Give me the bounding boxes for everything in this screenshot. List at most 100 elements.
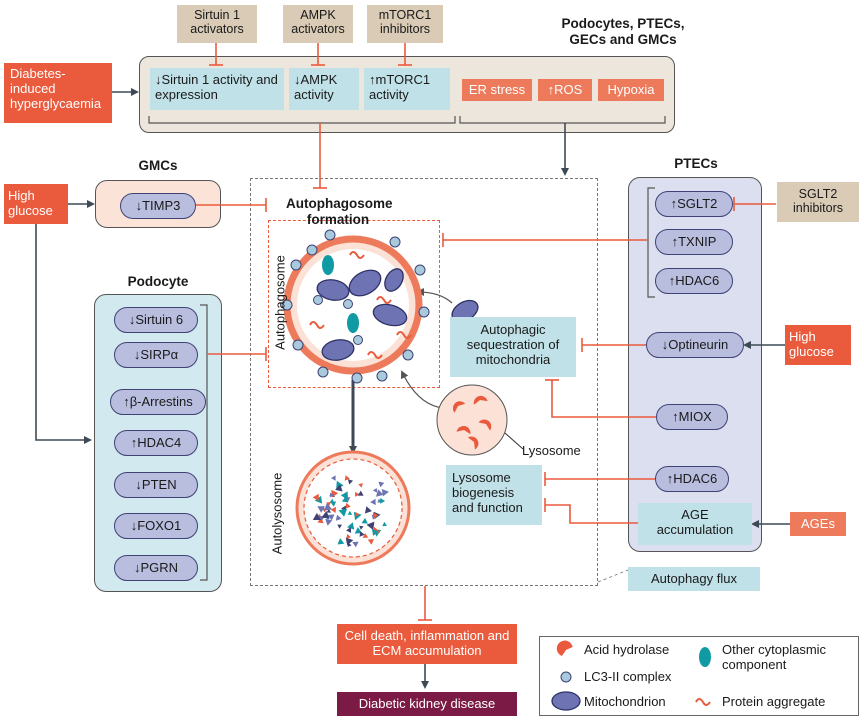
ptec-title: PTECs [674,156,718,171]
fragment [376,489,384,497]
acid-hydrolase-icon [456,426,471,435]
autophagy-flux: Autophagy flux [628,567,760,591]
fragment [317,517,324,524]
podocyte-item-pgrn: ↓PGRN [114,555,198,581]
fragment [354,527,362,534]
sequestration-box: Autophagic sequestration of mitochondria [450,317,576,377]
sirtuin-activity: ↓Sirtuin 1 activity and expression [150,68,284,110]
fragment [370,498,376,506]
podocyte-item-foxo1: ↓FOXO1 [114,513,198,539]
acid-hydrolase-icon [478,419,492,431]
ptec-miox: ↑MIOX [656,404,728,430]
fragment [325,518,333,526]
lysosome-function-box: Lysosome biogenesis and function [446,465,542,525]
fragment [346,527,352,533]
acid-hydrolase-icon [467,436,479,450]
mitochondrion-legend-icon [551,691,581,711]
fragment [345,537,354,546]
fragment [358,483,363,488]
gmc-title: GMCs [138,158,178,173]
autolysosome-label: Autolysosome [269,472,285,555]
ptec-item-txnip: ↑TXNIP [655,229,733,255]
ampk-activators: AMPK activators [283,5,353,43]
age-accumulation: AGE accumulation [638,503,752,545]
ptec-hdac6b: ↑HDAC6 [655,466,729,492]
mtorc1-activity: ↑mTORC1 activity [364,68,450,110]
ptec-item-sglt2: ↑SGLT2 [655,191,733,217]
legend-acid-hydrolase: Acid hydrolase [584,642,670,657]
diabetes-box: Diabetes-induced hyperglycaemia [4,63,112,123]
legend-mitochondrion: Mitochondrion [584,694,666,709]
podocyte-item-pten: ↓PTEN [114,472,198,498]
fragment [317,506,325,513]
fragment [367,539,374,545]
podocyte-item-arrestins: ↑β-Arrestins [110,389,206,415]
fragment [345,502,351,509]
fragment [354,511,360,517]
fragment [335,484,343,492]
fragment [347,522,355,530]
fragment [366,521,375,530]
fragment [364,506,372,514]
podocyte-item-sirpa: ↓SIRPα [114,342,198,368]
fragment [362,533,369,538]
legend-box [539,636,859,716]
fragment [312,493,319,501]
fragment [382,521,387,527]
fragment [330,506,336,513]
fragment [340,491,348,500]
sirtuin-activators: Sirtuin 1 activators [177,5,257,43]
fragment [337,524,342,529]
fragment [378,481,385,488]
fragment [372,512,379,519]
fragment [359,525,364,530]
ampk-activity: ↓AMPK activity [289,68,359,110]
acid-hydrolase-icon [556,640,573,657]
fragment [359,531,365,537]
hypoxia: Hypoxia [598,79,664,101]
acid-hydrolase-icon [473,395,488,405]
fragment [337,538,345,545]
ptec-optineurin: ↓Optineurin [646,332,744,358]
ptec-item-hdac6: ↑HDAC6 [655,268,733,294]
fragment [347,510,353,515]
autophagy-region [250,178,598,586]
fragment [326,508,331,513]
autophagosome-illustration [281,229,430,384]
podocyte-item-sirtuin6: ↓Sirtuin 6 [114,307,198,333]
gmc-high-glucose: High glucose [4,184,68,224]
mtorc1-inhibitors: mTORC1 inhibitors [367,5,443,43]
fragment [312,512,321,520]
fragment [347,542,352,547]
fragment [380,498,386,504]
legend-icons [551,640,711,711]
lysosome-label: Lysosome [522,443,581,458]
fragment [355,491,360,497]
fragment [338,508,348,517]
legend-protein-aggregate: Protein aggregate [722,694,826,709]
autophagosome-formation-title: Autophagosome formation [286,196,393,227]
protein-aggregate-icon [695,698,711,706]
fragment [330,501,337,507]
cells-title: Podocytes, PTECs, GECs and GMCs [561,16,685,47]
timp3-pill: ↓TIMP3 [120,193,196,219]
fragment [347,479,354,485]
fragment [344,475,350,481]
cell-death-box: Cell death, inflammation and ECM accumul… [337,624,517,664]
fragment [327,514,335,521]
fragment [324,503,333,511]
fragment [331,475,336,481]
fragment [372,488,377,493]
fragment [346,533,351,539]
fragment [335,514,342,521]
activator-inhibitor-lines [209,43,412,66]
lysosome-illustration [436,384,508,456]
dkd-box: Diabetic kidney disease [337,692,517,716]
fragment [361,517,368,524]
ros: ↑ROS [538,79,592,101]
autophagosome-label: Autophagosome [272,255,288,350]
legend-lc3: LC3-II complex [584,669,672,684]
fragment [352,541,359,548]
fragment [326,502,331,507]
